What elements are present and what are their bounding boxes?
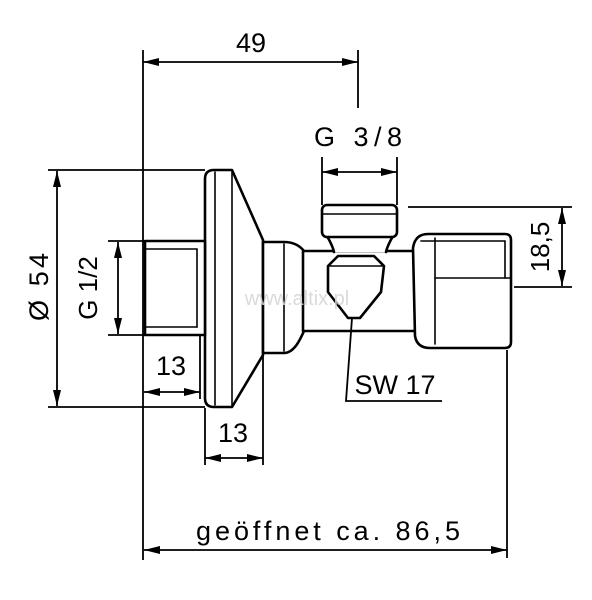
- inlet-thread-stub: [143, 239, 207, 337]
- label-thread-length: 13: [156, 351, 186, 381]
- label-flange-diameter: Ø 54: [24, 253, 54, 321]
- label-flange-depth: 13: [218, 418, 248, 448]
- wrench-size-leader: [345, 317, 442, 402]
- dimension-lines: [53, 58, 566, 554]
- label-top-dimension: 49: [236, 28, 266, 58]
- compression-nut: [411, 232, 513, 350]
- extension-lines: [48, 50, 572, 560]
- label-outlet-thread: G 3/8: [314, 122, 402, 152]
- outlet-cap: [320, 203, 399, 239]
- flange: [203, 168, 265, 409]
- cap-connector: [327, 236, 393, 252]
- dimension-labels: 49 G 3/8 Ø 54 G 1/2 18,5 13 13 SW 17 geö…: [24, 28, 555, 546]
- label-nut-height: 18,5: [525, 222, 555, 273]
- hex-nut-sw17: [326, 254, 386, 320]
- label-inlet-thread: G 1/2: [73, 256, 103, 320]
- label-wrench-size: SW 17: [354, 370, 435, 400]
- label-open-length: geöffnet ca. 86,5: [196, 516, 460, 546]
- valve-body-group: [143, 168, 513, 409]
- watermark-text: www.altix.pl: [244, 288, 349, 310]
